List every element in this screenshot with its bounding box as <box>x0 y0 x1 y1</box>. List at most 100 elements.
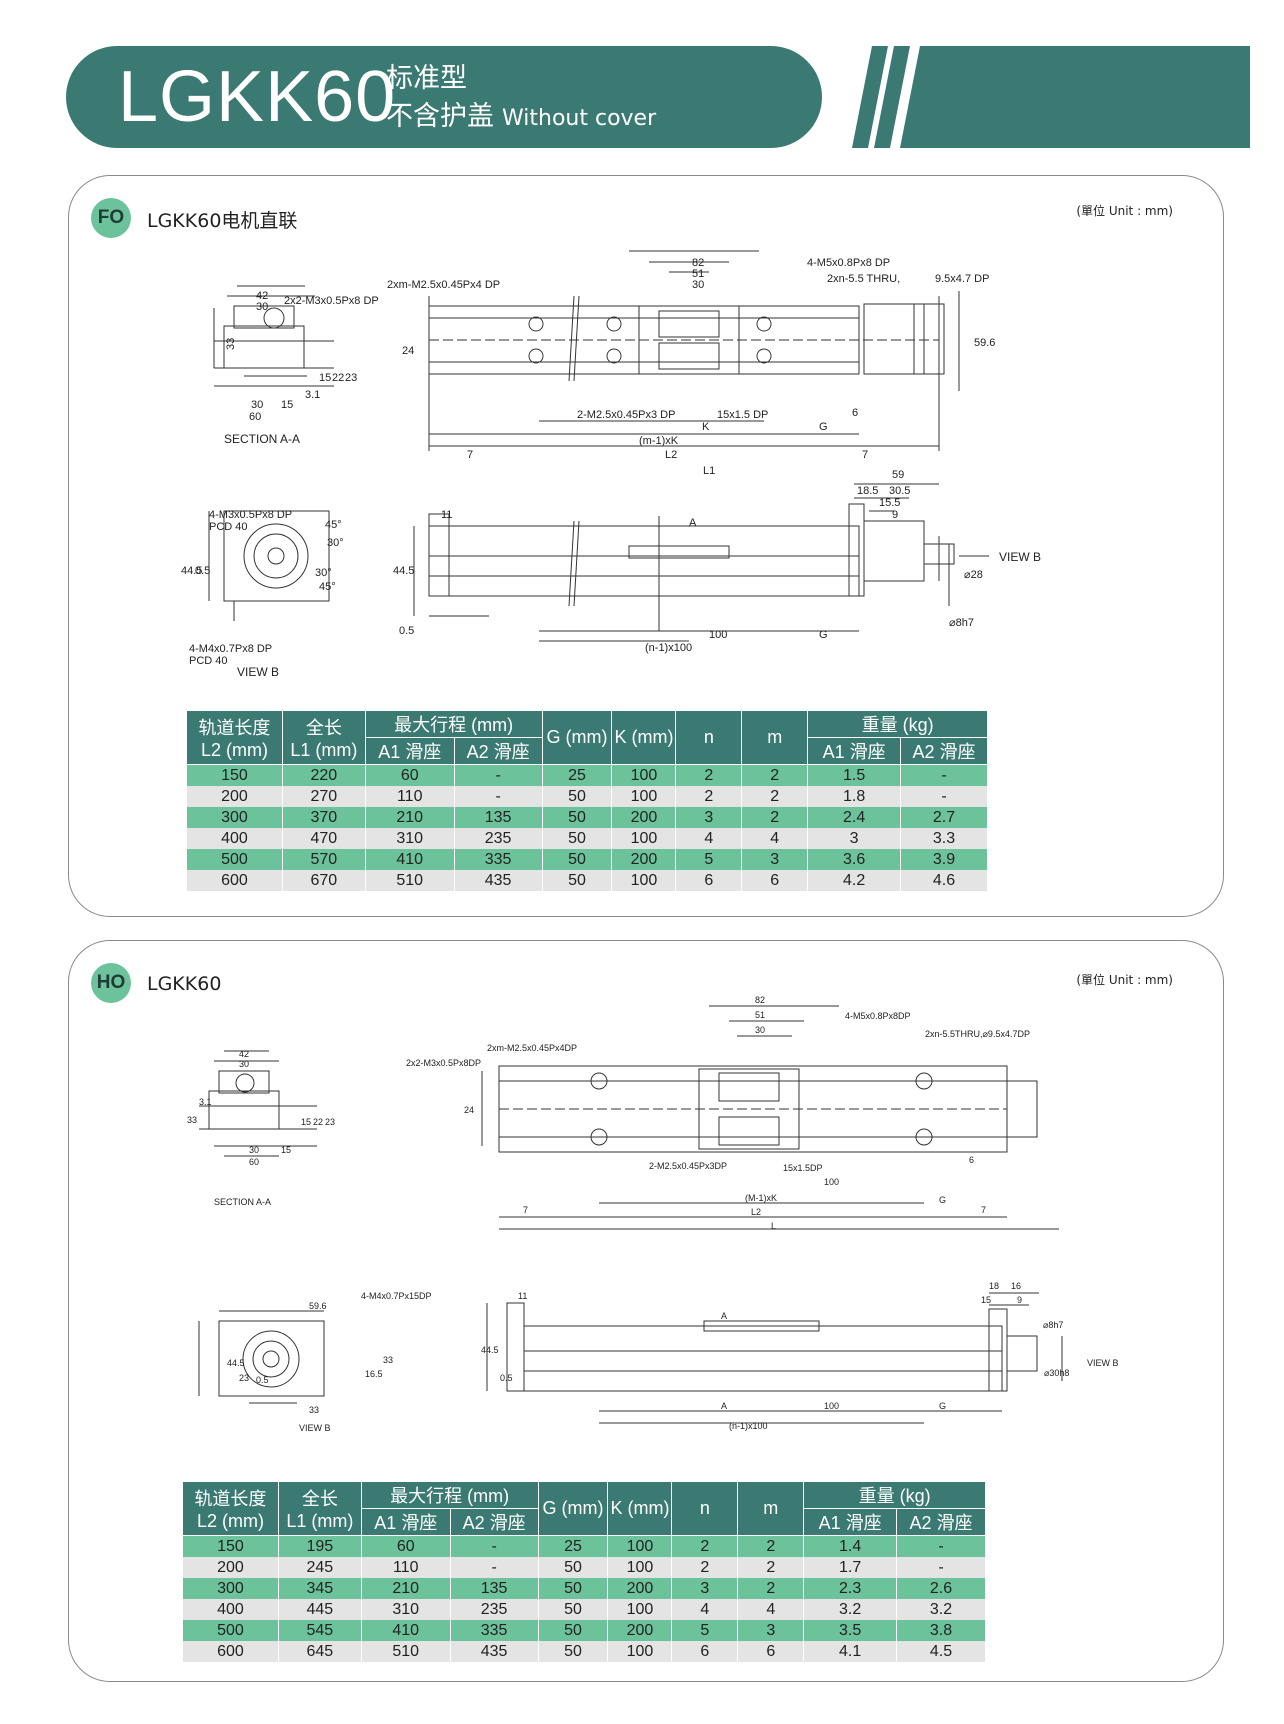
table-cell: 510 <box>364 870 455 891</box>
table-cell: 600 <box>186 870 283 891</box>
ho-badge: HO <box>91 963 131 1003</box>
table-cell: 510 <box>360 1641 451 1662</box>
ho-dim-23: 23 <box>325 1117 335 1127</box>
ho-dim-24: 24 <box>464 1105 474 1115</box>
table-cell: 6 <box>671 1641 739 1662</box>
table-cell: 3.6 <box>807 849 902 870</box>
table-cell: 50 <box>537 1599 609 1620</box>
table-cell: 100 <box>611 786 677 807</box>
table-cell: - <box>453 764 543 786</box>
fo-dim-15v: 15 <box>319 372 331 384</box>
table-cell: 220 <box>281 764 366 786</box>
ho-dim-33: 33 <box>187 1115 197 1125</box>
table-cell: 2 <box>675 764 743 786</box>
type-label: 标准型 <box>386 63 467 94</box>
fo-dim-18-5: 18.5 <box>857 485 878 497</box>
fo-dim-n100: (n-1)x100 <box>645 642 692 654</box>
table-cell: 300 <box>182 1578 279 1599</box>
table-cell: 110 <box>360 1557 451 1578</box>
ho-dim-9: 9 <box>1017 1295 1022 1305</box>
table-cell: - <box>900 764 988 786</box>
table-cell: 335 <box>449 1620 539 1641</box>
ho-hole-2m25: 2-M2.5x0.45Px3DP <box>649 1161 727 1171</box>
fo-dim-15-5: 15.5 <box>879 497 900 509</box>
table-cell: 235 <box>449 1599 539 1620</box>
table-cell: 135 <box>449 1578 539 1599</box>
ho-dim-23: 23 <box>239 1373 249 1383</box>
table-cell: 400 <box>186 828 283 849</box>
ho-dim-30: 30 <box>239 1059 249 1069</box>
ho-dim-42: 42 <box>239 1049 249 1059</box>
fo-angle-30: 30° <box>327 537 344 549</box>
table-cell: 25 <box>537 1535 609 1557</box>
table-cell: 245 <box>277 1557 362 1578</box>
table-cell: 3 <box>737 1620 805 1641</box>
ho-dim-n100: (n-1)x100 <box>729 1421 768 1431</box>
ho-view-b-arrow: VIEW B <box>1087 1358 1119 1368</box>
table-cell: 1.4 <box>803 1535 898 1557</box>
table-cell: 3 <box>741 849 809 870</box>
fo-th-m: m <box>741 710 809 765</box>
table-cell: 1.5 <box>807 764 902 786</box>
table-cell: 235 <box>453 828 543 849</box>
ho-dim-44-5: 44.5 <box>227 1358 245 1368</box>
fo-th-a2: A2 滑座 <box>453 737 543 765</box>
ho-dim-15: 15 <box>281 1145 291 1155</box>
table-cell: 4.6 <box>900 870 988 891</box>
fo-hole-2xm: 2xm-M2.5x0.45Px4 DP <box>387 279 500 291</box>
table-cell: 4 <box>737 1599 805 1620</box>
fo-th-n: n <box>675 710 743 765</box>
fo-pcd40b: PCD 40 <box>189 655 228 667</box>
table-cell: 4.2 <box>807 870 902 891</box>
ho-dim-60: 60 <box>249 1157 259 1167</box>
table-cell: 3.3 <box>900 828 988 849</box>
fo-unit: (單位 Unit : mm) <box>1076 204 1173 218</box>
ho-dim-0-5b: 0.5 <box>500 1373 513 1383</box>
table-cell: 4 <box>671 1599 739 1620</box>
table-cell: 50 <box>541 870 613 891</box>
ho-dim-3-1: 3.1 <box>199 1097 212 1107</box>
table-cell: 6 <box>737 1641 805 1662</box>
ho-drawing: 42 30 33 3.1 15 22 23 30 15 60 SECTION A… <box>187 995 1119 1433</box>
ho-dim-8h7: ⌀8h7 <box>1043 1320 1063 1330</box>
ho-hole-2xm: 2xm-M2.5x0.45Px4DP <box>487 1043 577 1053</box>
table-cell: 25 <box>541 764 613 786</box>
table-cell: 5 <box>675 849 743 870</box>
subtitle-en: Without cover <box>502 106 657 131</box>
ho-th-m: m <box>737 1481 805 1536</box>
fo-dim-28: ⌀28 <box>964 569 983 581</box>
ho-hole-2xn: 2xn-5.5THRU,⌀9.5x4.7DP <box>925 1029 1030 1039</box>
fo-dim-9: 9 <box>892 509 898 521</box>
table-cell: 1.7 <box>803 1557 898 1578</box>
table-cell: 545 <box>277 1620 362 1641</box>
table-cell: 400 <box>182 1599 279 1620</box>
ho-dim-6: 6 <box>969 1155 974 1165</box>
fo-dim-60: 60 <box>249 411 261 423</box>
table-cell: 670 <box>281 870 366 891</box>
table-cell: 3.9 <box>900 849 988 870</box>
table-cell: - <box>896 1535 986 1557</box>
table-cell: 270 <box>281 786 366 807</box>
fo-dim-22: 22 <box>332 372 344 384</box>
fo-th-wa2: A2 滑座 <box>900 737 988 765</box>
fo-dim-33: 33 <box>225 338 237 350</box>
table-cell: 2 <box>737 1535 805 1557</box>
fo-dim-82: 82 <box>692 257 704 269</box>
ho-dim-0-5: 0.5 <box>256 1375 269 1385</box>
ho-dim-mk: (M-1)xK <box>745 1193 777 1203</box>
table-cell: 3.5 <box>803 1620 898 1641</box>
fo-dim-3-1: 3.1 <box>305 389 320 401</box>
table-cell: 6 <box>741 870 809 891</box>
ho-dim-16-5: 16.5 <box>365 1369 383 1379</box>
table-cell: 100 <box>607 1535 673 1557</box>
ho-view-b: VIEW B <box>299 1423 331 1433</box>
header-stripes <box>852 46 1250 148</box>
table-cell: 345 <box>277 1578 362 1599</box>
fo-dim-7a: 7 <box>467 449 473 461</box>
fo-drawing: 42 30 33 30 15 60 3.1 15 22 23 SECTION A… <box>181 250 1041 679</box>
fo-th-wa1: A1 滑座 <box>807 737 902 765</box>
table-cell: - <box>453 786 543 807</box>
